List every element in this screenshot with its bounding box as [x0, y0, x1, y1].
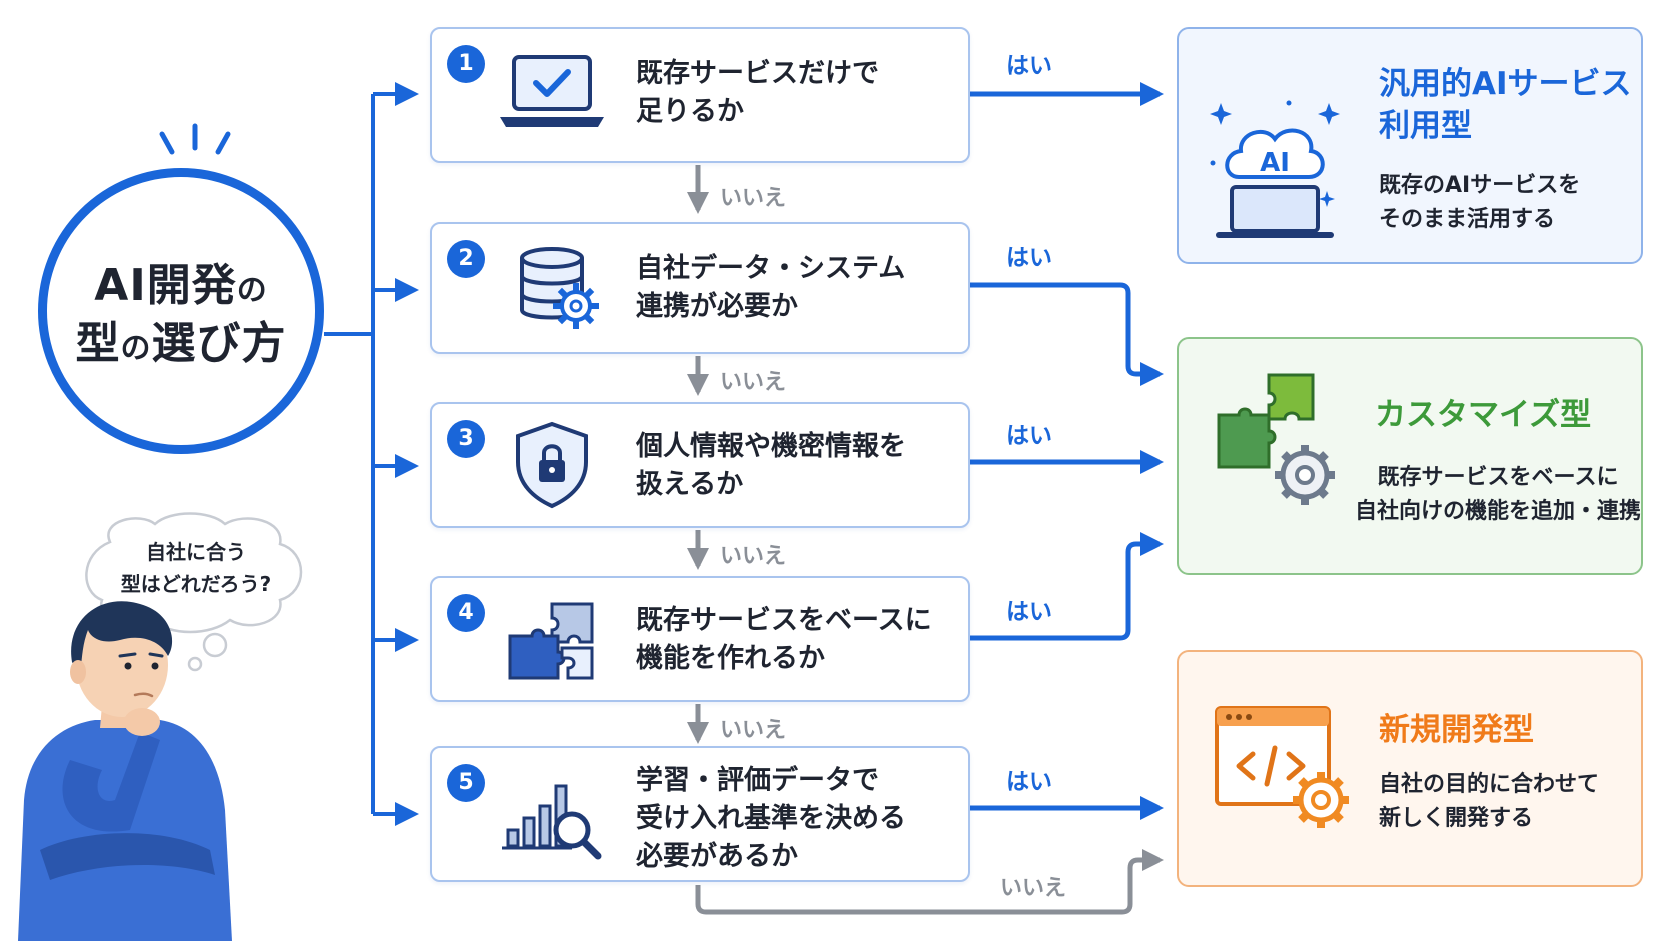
no-label-4: いいえ — [720, 718, 787, 743]
no-arrows — [687, 165, 1164, 915]
yes-label-1: はい — [1006, 53, 1052, 79]
puzzle-gear-icon — [1217, 373, 1335, 505]
result-title-general-ai: 汎用的AIサービス 利用型 — [1379, 66, 1632, 144]
result-box-general-ai: AI 汎用的AIサービス 利用型 既存のAIサービスを そのまま活用する — [1177, 27, 1643, 264]
question-box-3: 3 個人情報や機密情報を 扱えるか — [430, 402, 970, 528]
result-desc-new-dev: 自社の目的に合わせて 新しく開発する — [1379, 772, 1600, 831]
question-text-5: 学習・評価データで 受け入れ基準を決める 必要があるか — [636, 765, 906, 872]
hub-circle: AI開発の 型の選び方 — [38, 168, 324, 454]
hub-title-line2: 型の選び方 — [75, 318, 287, 369]
result-title-new-dev: 新規開発型 — [1379, 712, 1534, 748]
shield-lock-icon — [516, 421, 588, 509]
chart-magnifier-icon — [502, 784, 602, 860]
question-text-3: 個人情報や機密情報を 扱えるか — [636, 431, 906, 500]
question-box-5: 5 学習・評価データで 受け入れ基準を決める 必要があるか — [430, 746, 970, 882]
question-text-1: 既存サービスだけで 足りるか — [636, 58, 879, 127]
step-number-2: 2 — [447, 240, 485, 278]
thought-bubble — [85, 512, 303, 672]
emphasis-marks-icon — [159, 123, 231, 155]
yes-label-3: はい — [1006, 423, 1052, 449]
yes-label-5: はい — [1006, 769, 1052, 795]
yes-arrows — [970, 82, 1164, 820]
question-text-2: 自社データ・システム 連携が必要か — [636, 253, 906, 322]
hub-title-line1: AI開発の — [94, 260, 268, 311]
result-title-customize: カスタマイズ型 — [1375, 397, 1592, 433]
result-desc-customize: 既存サービスをベースに 自社向けの機能を追加・連携 — [1354, 465, 1641, 524]
step-number-4: 4 — [447, 594, 485, 632]
database-gear-icon — [520, 247, 599, 329]
question-box-2: 2 自社データ・システム 連携が必要か — [430, 222, 970, 354]
question-box-1: 1 既存サービスだけで 足りるか — [430, 27, 970, 163]
svg-text:AI: AI — [1260, 148, 1290, 178]
question-box-4: 4 既存サービスをベースに 機能を作れるか — [430, 576, 970, 702]
no-label-1: いいえ — [720, 186, 787, 211]
step-number-5: 5 — [447, 764, 485, 802]
puzzle-icon — [508, 602, 594, 680]
result-box-customize: カスタマイズ型 既存サービスをベースに 自社向けの機能を追加・連携 — [1177, 337, 1643, 575]
question-text-4: 既存サービスをベースに 機能を作れるか — [636, 605, 932, 674]
no-label-2: いいえ — [720, 370, 787, 395]
result-desc-general-ai: 既存のAIサービスを そのまま活用する — [1379, 173, 1581, 232]
thinking-person-illustration — [18, 601, 232, 941]
no-label-5: いいえ — [1000, 876, 1067, 901]
step-number-1: 1 — [447, 45, 485, 83]
ai-cloud-laptop-icon: AI — [1210, 100, 1340, 238]
no-label-3: いいえ — [720, 544, 787, 569]
laptop-check-icon — [500, 55, 604, 127]
step-number-3: 3 — [447, 420, 485, 458]
result-box-new-dev: 新規開発型 自社の目的に合わせて 新しく開発する — [1177, 650, 1643, 887]
code-window-gear-icon — [1215, 706, 1349, 828]
yes-label-4: はい — [1006, 599, 1052, 625]
hub-branch-lines — [324, 82, 419, 826]
thought-text: 自社に合う 型はどれだろう? — [120, 540, 272, 596]
yes-label-2: はい — [1006, 245, 1052, 271]
